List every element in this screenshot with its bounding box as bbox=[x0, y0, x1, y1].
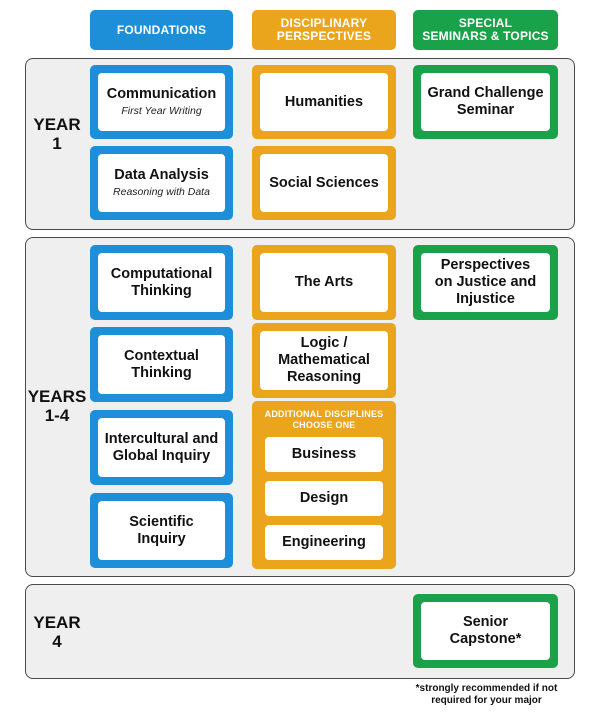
header-disciplinary-line2: PERSPECTIVES bbox=[276, 29, 372, 43]
computational-line1: Computational bbox=[110, 265, 213, 282]
header-foundations: FOUNDATIONS bbox=[90, 10, 233, 50]
social-sciences-title: Social Sciences bbox=[269, 174, 379, 191]
intercultural-line2: Global Inquiry bbox=[112, 447, 211, 464]
discipline-social-sciences-card: Social Sciences bbox=[260, 154, 388, 212]
row-label-years-line2: 1-4 bbox=[44, 406, 70, 425]
row-label-year-4: YEAR 4 bbox=[28, 610, 86, 654]
foundation-contextual-card: Contextual Thinking bbox=[98, 335, 225, 394]
row-label-year-1-line2: 1 bbox=[52, 134, 62, 153]
discipline-social-sciences-tile: Social Sciences bbox=[252, 146, 396, 220]
footnote-line1: *strongly recommended if not bbox=[415, 683, 558, 694]
additional-disciplines-label-line1: ADDITIONAL DISCIPLINES bbox=[264, 409, 384, 419]
row-label-year-1-line1: YEAR bbox=[33, 115, 81, 134]
foundation-scientific-card: Scientific Inquiry bbox=[98, 501, 225, 560]
discipline-arts-tile: The Arts bbox=[252, 245, 396, 320]
header-disciplinary-line1: DISCIPLINARY bbox=[280, 16, 368, 30]
foundation-scientific-tile: Scientific Inquiry bbox=[90, 493, 233, 568]
foundation-communication-tile: Communication First Year Writing bbox=[90, 65, 233, 139]
special-justice-card: Perspectives on Justice and Injustice bbox=[421, 253, 550, 312]
intercultural-line1: Intercultural and bbox=[104, 430, 219, 447]
capstone-line1: Senior bbox=[462, 614, 509, 630]
foundation-communication-card: Communication First Year Writing bbox=[98, 73, 225, 131]
foundation-intercultural-card: Intercultural and Global Inquiry bbox=[98, 418, 225, 477]
row-label-years-line1: YEARS bbox=[27, 387, 87, 406]
option-business-label: Business bbox=[291, 446, 357, 462]
option-design-label: Design bbox=[299, 490, 349, 506]
grand-challenge-line2: Seminar bbox=[456, 102, 515, 118]
row-label-year-4-line1: YEAR bbox=[33, 613, 81, 632]
discipline-logic-tile: Logic / Mathematical Reasoning bbox=[252, 323, 396, 398]
justice-line2: on Justice and bbox=[434, 274, 537, 290]
foundation-data-analysis-card: Data Analysis Reasoning with Data bbox=[98, 154, 225, 212]
additional-disciplines-label-line2: CHOOSE ONE bbox=[292, 420, 356, 430]
row-label-years-1-4: YEARS 1-4 bbox=[27, 384, 87, 428]
header-special-line2: SEMINARS & TOPICS bbox=[422, 29, 549, 43]
row-label-year-4-line2: 4 bbox=[52, 632, 62, 651]
logic-line2: Mathematical bbox=[278, 352, 370, 368]
option-engineering-card: Engineering bbox=[265, 525, 383, 560]
header-disciplinary-perspectives: DISCIPLINARY PERSPECTIVES bbox=[252, 10, 396, 50]
discipline-logic-card: Logic / Mathematical Reasoning bbox=[260, 331, 388, 390]
logic-line3: Reasoning bbox=[286, 369, 362, 385]
humanities-title: Humanities bbox=[284, 93, 364, 110]
foundation-computational-tile: Computational Thinking bbox=[90, 245, 233, 320]
foundation-data-analysis-tile: Data Analysis Reasoning with Data bbox=[90, 146, 233, 220]
communication-title: Communication bbox=[106, 86, 217, 102]
additional-disciplines-label: ADDITIONAL DISCIPLINES CHOOSE ONE bbox=[260, 409, 388, 431]
discipline-humanities-tile: Humanities bbox=[252, 65, 396, 139]
header-special-line1: SPECIAL bbox=[458, 16, 513, 30]
discipline-arts-card: The Arts bbox=[260, 253, 388, 312]
arts-title: The Arts bbox=[294, 274, 354, 290]
option-design: Design bbox=[265, 481, 383, 516]
contextual-line2: Thinking bbox=[131, 364, 192, 381]
grand-challenge-line1: Grand Challenge bbox=[427, 85, 544, 101]
option-design-card: Design bbox=[265, 481, 383, 516]
footnote-line2: required for your major bbox=[431, 695, 542, 706]
logic-line1: Logic / bbox=[300, 335, 348, 351]
special-grand-challenge-card: Grand Challenge Seminar bbox=[421, 73, 550, 131]
option-engineering: Engineering bbox=[265, 525, 383, 560]
justice-line3: Injustice bbox=[456, 291, 515, 307]
foundation-intercultural-tile: Intercultural and Global Inquiry bbox=[90, 410, 233, 485]
option-business: Business bbox=[265, 437, 383, 472]
option-engineering-label: Engineering bbox=[282, 534, 366, 550]
header-special-seminars: SPECIAL SEMINARS & TOPICS bbox=[413, 10, 558, 50]
foundation-contextual-tile: Contextual Thinking bbox=[90, 327, 233, 402]
special-justice-tile: Perspectives on Justice and Injustice bbox=[413, 245, 558, 320]
special-grand-challenge-tile: Grand Challenge Seminar bbox=[413, 65, 558, 139]
justice-line1: Perspectives bbox=[440, 257, 531, 273]
row-label-year-1: YEAR 1 bbox=[28, 112, 86, 156]
contextual-line1: Contextual bbox=[124, 347, 199, 364]
header-foundations-label: FOUNDATIONS bbox=[116, 22, 207, 37]
special-capstone-tile: Senior Capstone* bbox=[413, 594, 558, 668]
special-capstone-card: Senior Capstone* bbox=[421, 602, 550, 660]
data-analysis-title: Data Analysis bbox=[114, 167, 209, 183]
capstone-footnote: *strongly recommended if not required fo… bbox=[405, 683, 568, 711]
computational-line2: Thinking bbox=[131, 282, 192, 299]
option-business-card: Business bbox=[265, 437, 383, 472]
discipline-humanities-card: Humanities bbox=[260, 73, 388, 131]
scientific-line2: Inquiry bbox=[137, 530, 186, 547]
scientific-line1: Scientific bbox=[129, 513, 194, 530]
capstone-line2: Capstone* bbox=[449, 631, 522, 647]
communication-subtitle: First Year Writing bbox=[121, 105, 202, 117]
data-analysis-subtitle: Reasoning with Data bbox=[113, 186, 210, 198]
foundation-computational-card: Computational Thinking bbox=[98, 253, 225, 312]
